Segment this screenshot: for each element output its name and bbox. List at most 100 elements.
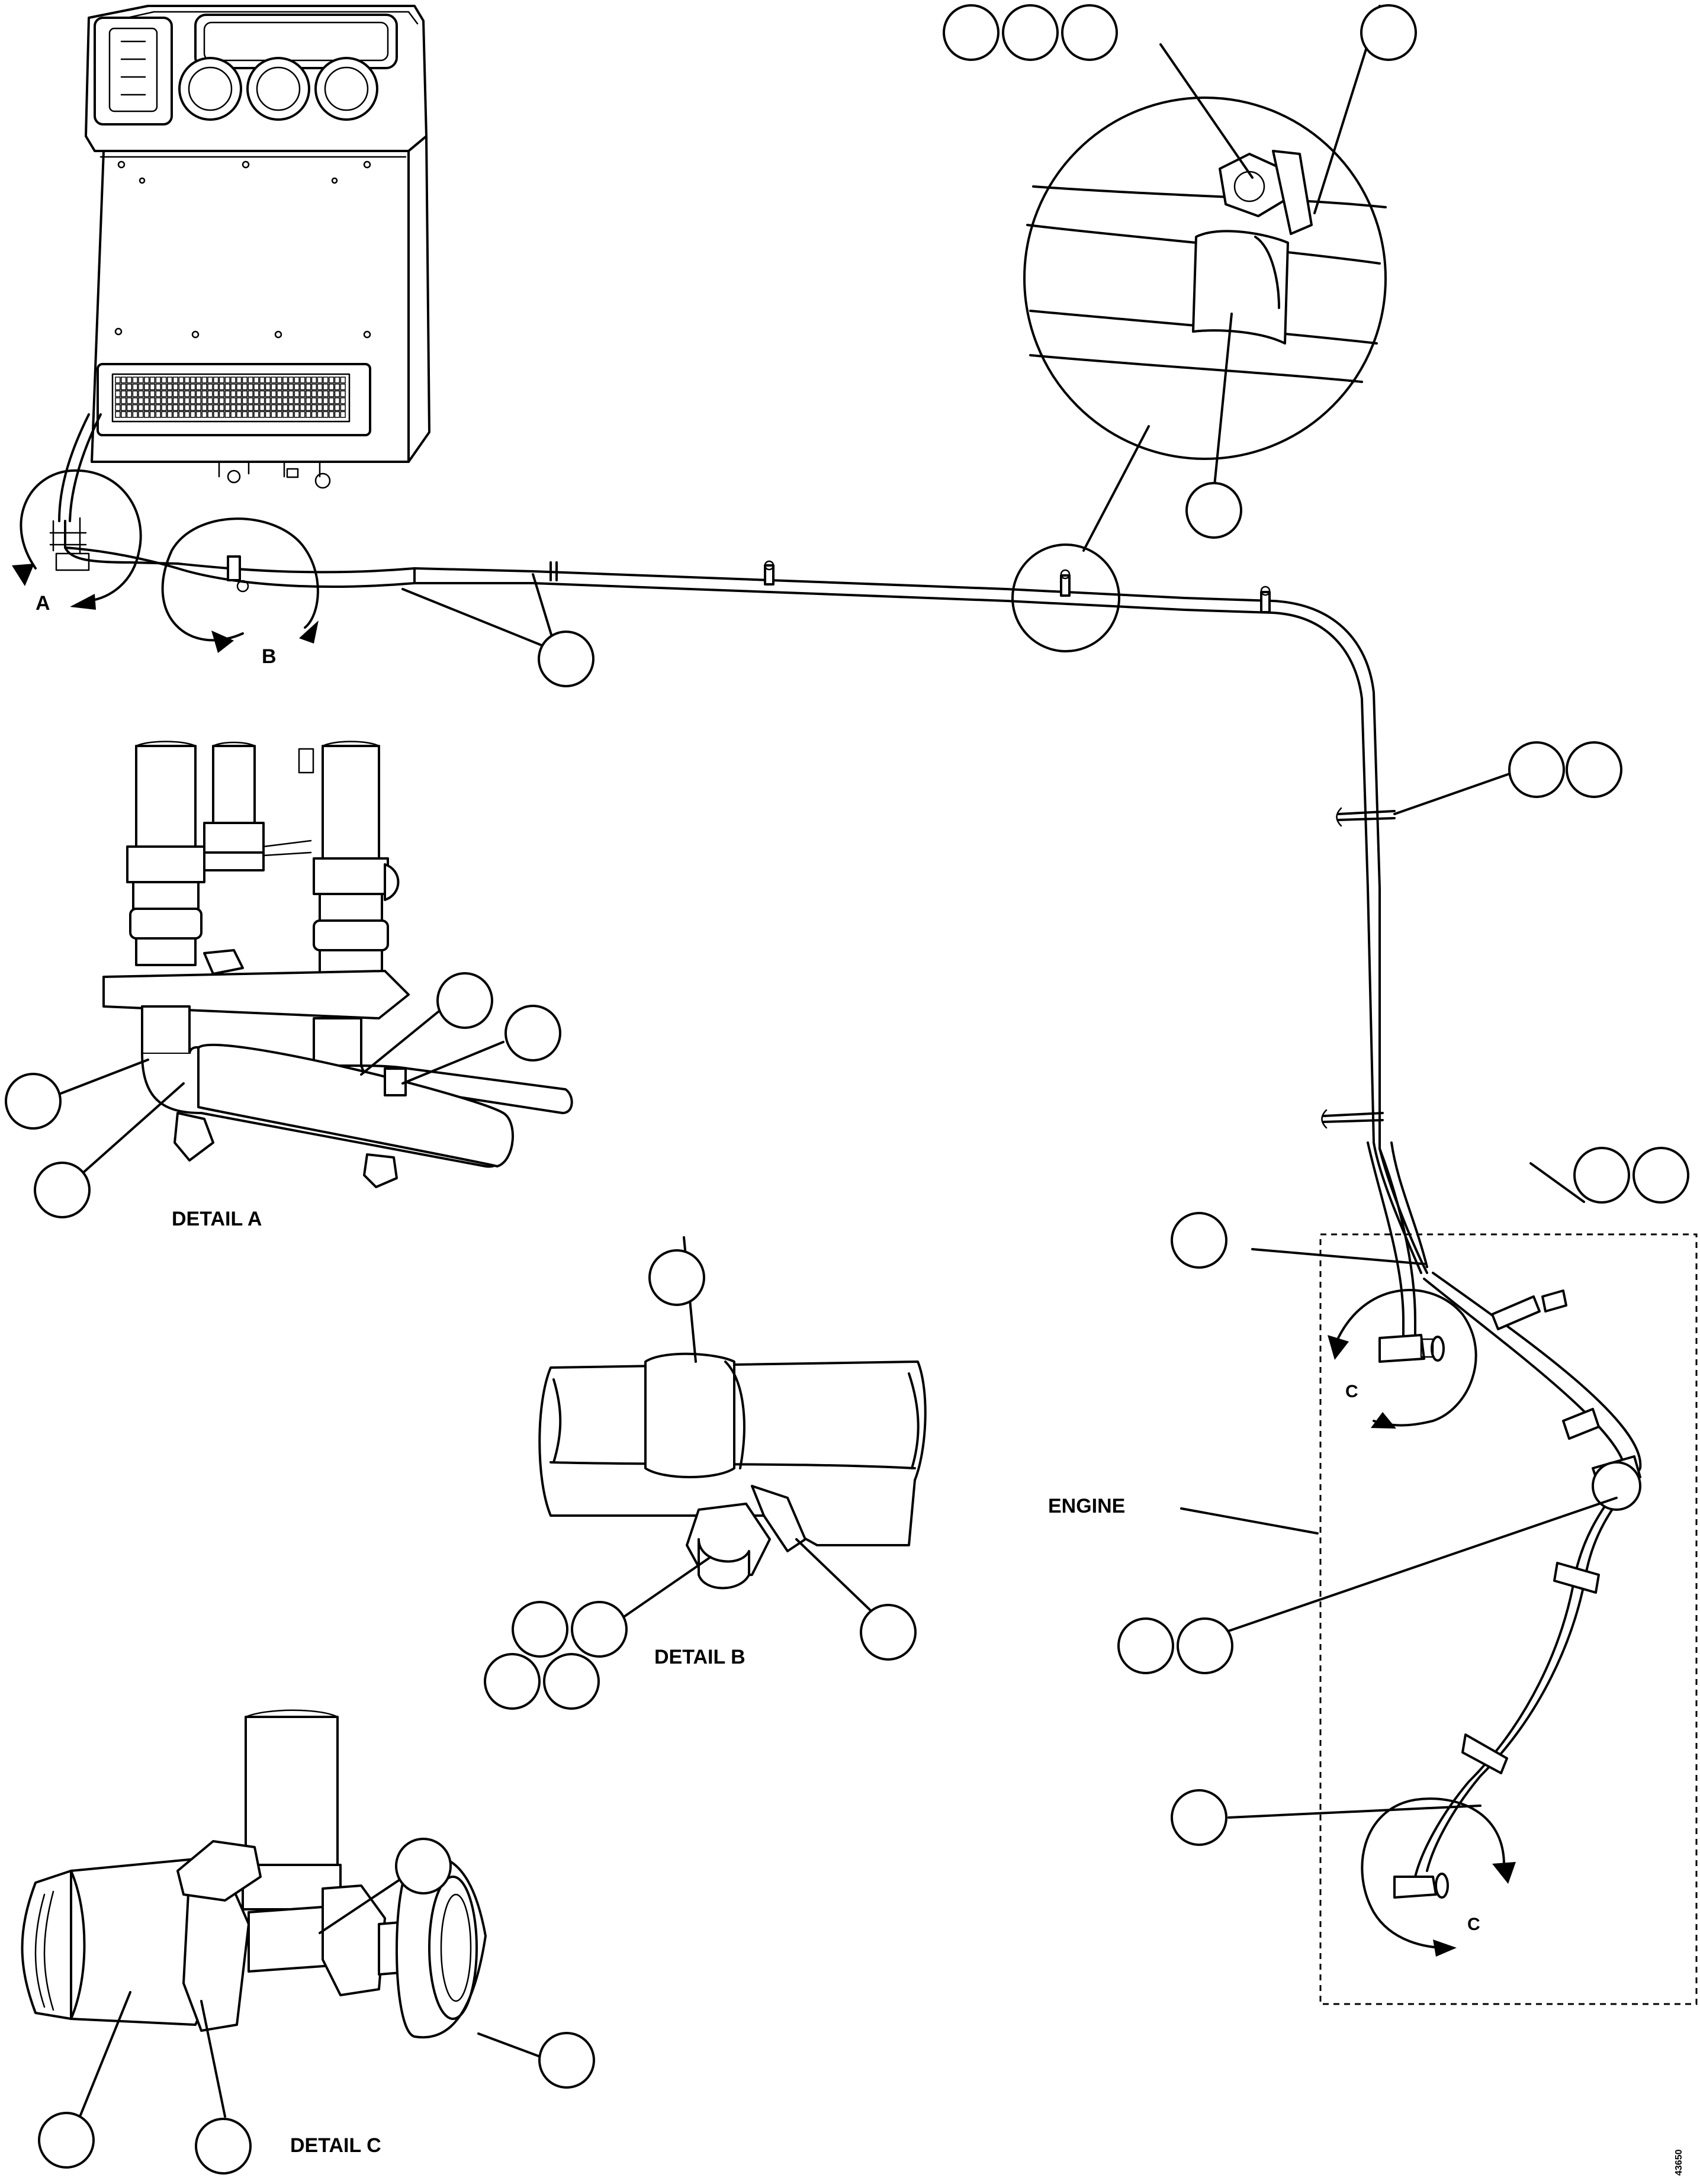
grille-cell (242, 377, 248, 384)
grille-cell (259, 404, 265, 411)
grille-cell (317, 397, 323, 404)
grille-cell (259, 397, 265, 404)
grille-cell (323, 404, 329, 411)
grille-cell (317, 377, 323, 384)
grille-cell (184, 411, 190, 418)
grille-cell (259, 411, 265, 418)
grille-cell (115, 397, 121, 404)
grille-cell (271, 383, 277, 391)
grille-cell (167, 383, 173, 391)
grille-cell (207, 404, 213, 411)
grille-cell (201, 404, 207, 411)
grille-cell (248, 404, 253, 411)
grille-cell (201, 390, 207, 397)
grille-cell (201, 411, 207, 418)
callout-b-4 (484, 1653, 541, 1710)
grille-cell (236, 397, 242, 404)
grille-cell (230, 377, 236, 384)
grille-cell (300, 404, 306, 411)
grille-cell (323, 377, 329, 384)
grille-cell (300, 397, 306, 404)
grille-cell (144, 377, 150, 384)
grille-cell (172, 397, 179, 404)
grille-cell (149, 404, 156, 411)
callout-clamp-2 (1566, 741, 1622, 798)
grille-cell (178, 390, 184, 397)
grille-cell (265, 411, 271, 418)
grille-cell (317, 411, 323, 418)
grille-cell (282, 383, 288, 391)
grille-cell (294, 404, 300, 411)
grille-cell (149, 411, 156, 418)
grille-cell (167, 411, 173, 418)
grille-cell (340, 377, 346, 384)
grille-cell (207, 390, 213, 397)
grille-cell (306, 397, 311, 404)
grille-cell (317, 404, 323, 411)
grille-cell (207, 397, 213, 404)
callout-zoom-5 (1185, 482, 1242, 539)
grille-cell (161, 397, 167, 404)
grille-cell (167, 377, 173, 384)
callout-e-1 (1171, 1212, 1227, 1269)
grille-cell (126, 397, 133, 404)
grille-cell (253, 390, 259, 397)
callout-zoom-4 (1360, 4, 1417, 61)
grille-cell (271, 411, 277, 418)
grille-cell (265, 397, 271, 404)
grille-cell (138, 411, 144, 418)
grille-cell (248, 397, 253, 404)
grille-cell (236, 377, 242, 384)
grille-cell (265, 390, 271, 397)
grille-cell (334, 377, 340, 384)
grille-cell (132, 411, 138, 418)
grille-cell (271, 397, 277, 404)
callout-a-3 (436, 972, 493, 1029)
grille-cell (340, 390, 346, 397)
grille-cell (306, 383, 311, 391)
grille-cell (277, 383, 282, 391)
grille-cell (277, 377, 282, 384)
grille-cell (201, 377, 207, 384)
grille-cell (323, 383, 329, 391)
callout-c-1 (395, 1838, 452, 1894)
grille-cell (132, 404, 138, 411)
grille-cell (115, 377, 121, 384)
grille-cell (172, 377, 179, 384)
grille-cell (195, 397, 202, 404)
grille-cell (121, 390, 127, 397)
grille-cell (323, 397, 329, 404)
gauge-2 (246, 57, 310, 121)
grille-cell (184, 390, 190, 397)
grille-cell (149, 390, 156, 397)
grille-cell (121, 404, 127, 411)
gauge-3 (314, 57, 378, 121)
grille-cell (277, 411, 282, 418)
gauge-1 (178, 57, 242, 121)
grille-cell (218, 404, 225, 411)
callout-b-2 (512, 1601, 568, 1658)
grille-cell (224, 411, 230, 418)
grille-cell (195, 390, 202, 397)
grille-cell (178, 377, 184, 384)
grille-cell (242, 397, 248, 404)
engine-label: ENGINE (1048, 1495, 1125, 1517)
grille-cell (121, 411, 127, 418)
grille-cell (161, 377, 167, 384)
grille-cell (306, 404, 311, 411)
grille-cell (230, 383, 236, 391)
grille-cell (161, 411, 167, 418)
grille-cell (300, 377, 306, 384)
grille-cell (288, 390, 294, 397)
grille-cell (172, 411, 179, 418)
callout-clamp-1 (1508, 741, 1565, 798)
grille-cell (259, 377, 265, 384)
grille-cell (167, 390, 173, 397)
grille-cell (311, 390, 317, 397)
grille-cell (121, 397, 127, 404)
grille-cell (201, 397, 207, 404)
grille-cell (248, 390, 253, 397)
grille-cell (121, 383, 127, 391)
grille-cell (329, 383, 335, 391)
